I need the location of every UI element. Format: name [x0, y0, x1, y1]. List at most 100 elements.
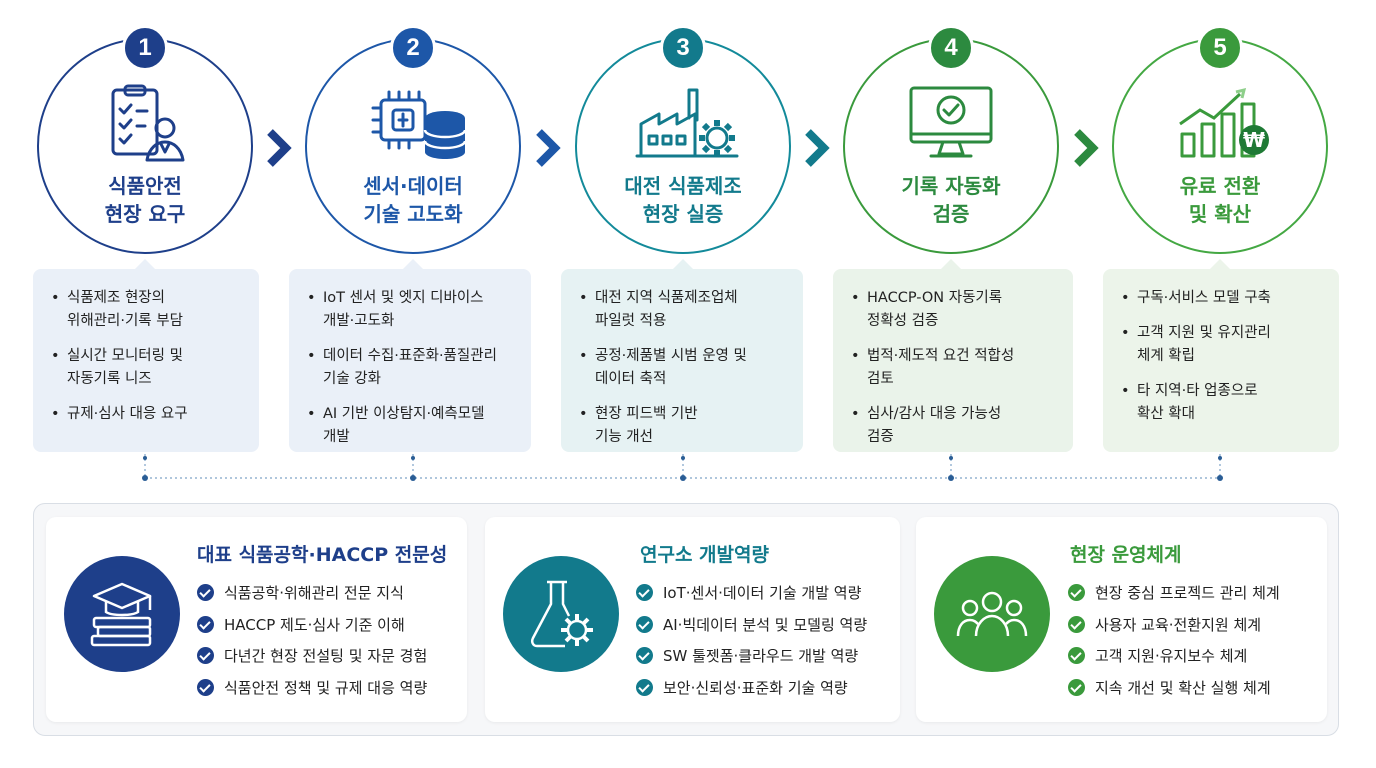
- team-people-icon: [934, 556, 1050, 672]
- capability-item-text: 식품공학·위해관리 전문 지식: [224, 584, 404, 602]
- connector-node: [410, 475, 416, 481]
- capability-item: 식품안전 정책 및 규제 대응 역량: [197, 678, 427, 710]
- capability-panel-title: 연구소 개발역량: [640, 544, 769, 566]
- capability-item: 식품공학·위해관리 전문 지식: [197, 583, 427, 615]
- svg-text:₩: ₩: [1243, 128, 1265, 152]
- stage-bullet-line: AI 기반 이상탐지·예측모델: [323, 406, 485, 422]
- stage-bullet-line: 자동기록 니즈: [67, 371, 152, 387]
- factory-gear-icon: [633, 84, 739, 164]
- card-pointer: [673, 259, 693, 269]
- clipboard-person-icon: [95, 84, 195, 164]
- capability-item: 사용자 교육·전환지원 체계: [1068, 615, 1280, 647]
- capability-item-text: 지속 개선 및 확산 실행 체계: [1095, 678, 1271, 697]
- capability-item-text: AI·빅데이터 분석 및 모델링 역량: [663, 615, 868, 634]
- capability-item-text: HACCP 제도·심사 기준 이해: [224, 615, 405, 634]
- capability-panel-title: 현장 운영체계: [1070, 544, 1182, 566]
- stage-bullet-line: 확산 확대: [1137, 406, 1195, 422]
- connector-node-top: [681, 456, 685, 460]
- capability-item: 보안·신뢰성·표준화 기술 역량: [636, 678, 867, 710]
- connector-node: [1217, 475, 1223, 481]
- stage-title-line: 기술 고도화: [363, 202, 463, 226]
- stage-bullet-line: 규제·심사 대응 요구: [67, 406, 188, 422]
- capability-item: HACCP 제도·심사 기준 이해: [197, 615, 427, 647]
- stage-bullet-line: 공정·제품별 시범 운영 및: [595, 348, 747, 364]
- stage-bullet-line: 파일럿 적용: [595, 313, 667, 329]
- stage-bullet-line: 위해관리·기록 부담: [67, 313, 183, 329]
- chevron-right-icon: [803, 128, 831, 168]
- checkmark-icon: [1068, 678, 1085, 696]
- capability-item: AI·빅데이터 분석 및 모델링 역량: [636, 615, 867, 647]
- capability-item-text: SW 툴젯폼·클라우드 개발 역량: [663, 647, 859, 665]
- stage-title-line: 검증: [932, 202, 970, 226]
- stage-bullet-line: 정확성 검증: [867, 313, 939, 329]
- capability-item-text: 고객 지원·유지보수 체계: [1095, 647, 1248, 665]
- stage-bullet-line: 개발·고도화: [323, 313, 395, 329]
- stage-number-badge: 2: [390, 25, 436, 71]
- checkmark-icon: [1068, 647, 1085, 664]
- checkmark-icon: [197, 584, 214, 601]
- capability-item: 고객 지원·유지보수 체계: [1068, 646, 1280, 678]
- stage-bullet-line: 검토: [867, 371, 894, 387]
- checkmark-icon: [636, 647, 653, 664]
- stage-bullet-line: 체계 확립: [1137, 348, 1195, 364]
- connector-node-top: [143, 456, 147, 460]
- chip-database-icon: [363, 84, 467, 164]
- capability-item: IoT·센서·데이터 기술 개발 역량: [636, 583, 867, 615]
- stage-bullet-line: 타 지역·타 업종으로: [1137, 383, 1258, 399]
- stage-circle: [843, 38, 1059, 254]
- stage-bullet-item: 규제·심사 대응 요구: [51, 403, 245, 426]
- stage-connector-line: [142, 454, 1223, 481]
- checkmark-icon: [197, 647, 214, 664]
- capability-item-text: 보안·신뢰성·표준화 기술 역량: [663, 678, 848, 697]
- stage-title-line: 센서·데이터: [363, 174, 463, 198]
- stage-bullet-line: 고객 지원 및 유지관리: [1137, 325, 1271, 341]
- monitor-check-icon: [901, 84, 1001, 164]
- stage-bullet-line: 식품제조 현장의: [67, 290, 165, 306]
- connector-node: [948, 475, 954, 481]
- capability-item-text: 다년간 현장 전설팅 및 자문 경험: [224, 647, 428, 665]
- connector-node: [142, 475, 148, 481]
- stage-bullet-line: 대전 지역 식품제조업체: [595, 290, 738, 306]
- stage-circle: [305, 38, 521, 254]
- stage-circle: [37, 38, 253, 254]
- card-pointer: [403, 259, 423, 269]
- stage-number-badge: 3: [660, 25, 706, 71]
- capability-panel-title: 대표 식품공학·HACCP 전문성: [197, 544, 448, 566]
- stage-bullet-line: 데이터 축적: [595, 371, 667, 387]
- connector-node-top: [949, 456, 953, 460]
- stage-bullet-line: 법적·제도적 요건 적합성: [867, 348, 1015, 364]
- stage-bullet-line: 구독·서비스 모델 구축: [1137, 290, 1271, 306]
- checkmark-icon: [197, 678, 214, 696]
- stage-circle: [1112, 38, 1328, 254]
- stage-title-line: 대전 식품제조: [624, 174, 742, 198]
- connector-node-top: [1218, 456, 1222, 460]
- capability-item: SW 툴젯폼·클라우드 개발 역량: [636, 646, 867, 678]
- stage-title-line: 유료 전환: [1179, 174, 1261, 198]
- stage-title-line: 기록 자동화: [901, 174, 1001, 198]
- stage-bullet-line: 데이터 수집·표준화·품질관리: [323, 348, 497, 364]
- capability-item: 지속 개선 및 확산 실행 체계: [1068, 678, 1280, 710]
- capability-item-text: 식품안전 정책 및 규제 대응 역량: [224, 678, 428, 697]
- stage-bullet-line: 심사/감사 대응 가능성: [867, 406, 1002, 422]
- capability-item-text: 현장 중심 프로젝드 관리 체계: [1095, 584, 1280, 602]
